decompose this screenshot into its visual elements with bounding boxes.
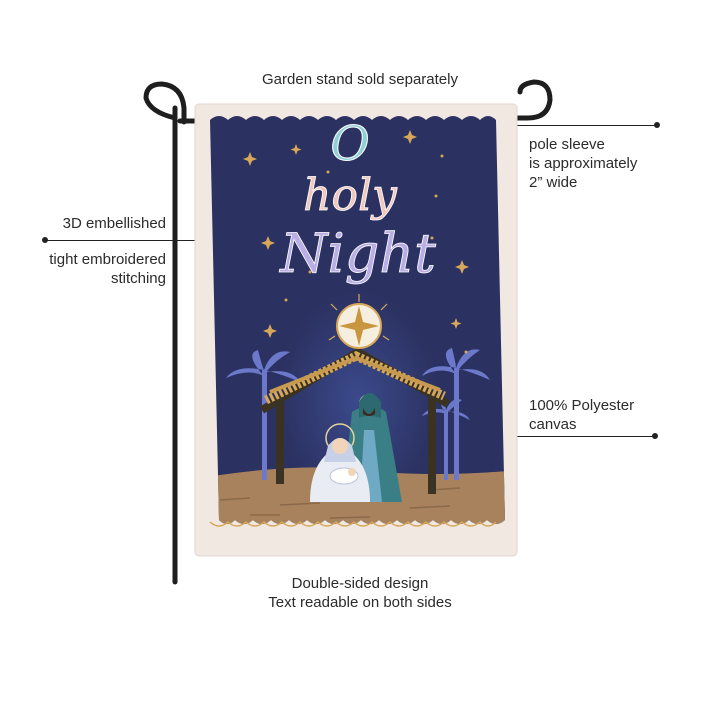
leader-line-sleeve [502,125,657,126]
callout-pole-sleeve-line-1: pole sleeve [529,136,605,153]
leader-line-embellished [45,240,215,241]
sky-stars [243,130,469,354]
callout-embroidered-stitching: tight embroidered stitching [36,250,166,288]
leader-dot-polyester [652,433,658,439]
mary-figure [310,423,370,502]
callout-stitching-line-1: tight embroidered [49,251,166,268]
callout-3d-embellished: 3D embellished [62,215,166,232]
callout-double-sided-line-1: Double-sided design [291,575,429,592]
flag-text-holy: holy [303,170,398,221]
callout-polyester-line-2: canvas [529,416,577,433]
callout-double-sided: Double-sided design Text readable on bot… [190,574,530,612]
flag-panel: O holy Night [210,116,505,524]
callout-polyester-canvas: 100% Polyester canvas [529,396,679,434]
callout-stand-sold-separately: Garden stand sold separately [262,71,458,88]
callout-pole-sleeve-line-3: 2” wide [529,174,578,191]
leader-dot-sleeve [654,122,660,128]
flag-text-night: Night [278,222,436,285]
leader-dot-embellished [42,237,48,243]
callout-stitching-line-2: stitching [110,270,166,287]
callout-double-sided-line-2: Text readable on both sides [268,594,452,611]
bottom-scallop-trim [209,520,497,527]
leader-line-polyester [505,436,655,437]
stable [259,347,451,494]
flag-text-o: O [330,116,369,172]
callout-polyester-line-1: 100% Polyester [529,397,635,414]
star-of-bethlehem [328,294,390,349]
callout-pole-sleeve-line-2: is approximately [529,155,638,172]
callout-pole-sleeve: pole sleeve is approximately 2” wide [529,135,679,192]
